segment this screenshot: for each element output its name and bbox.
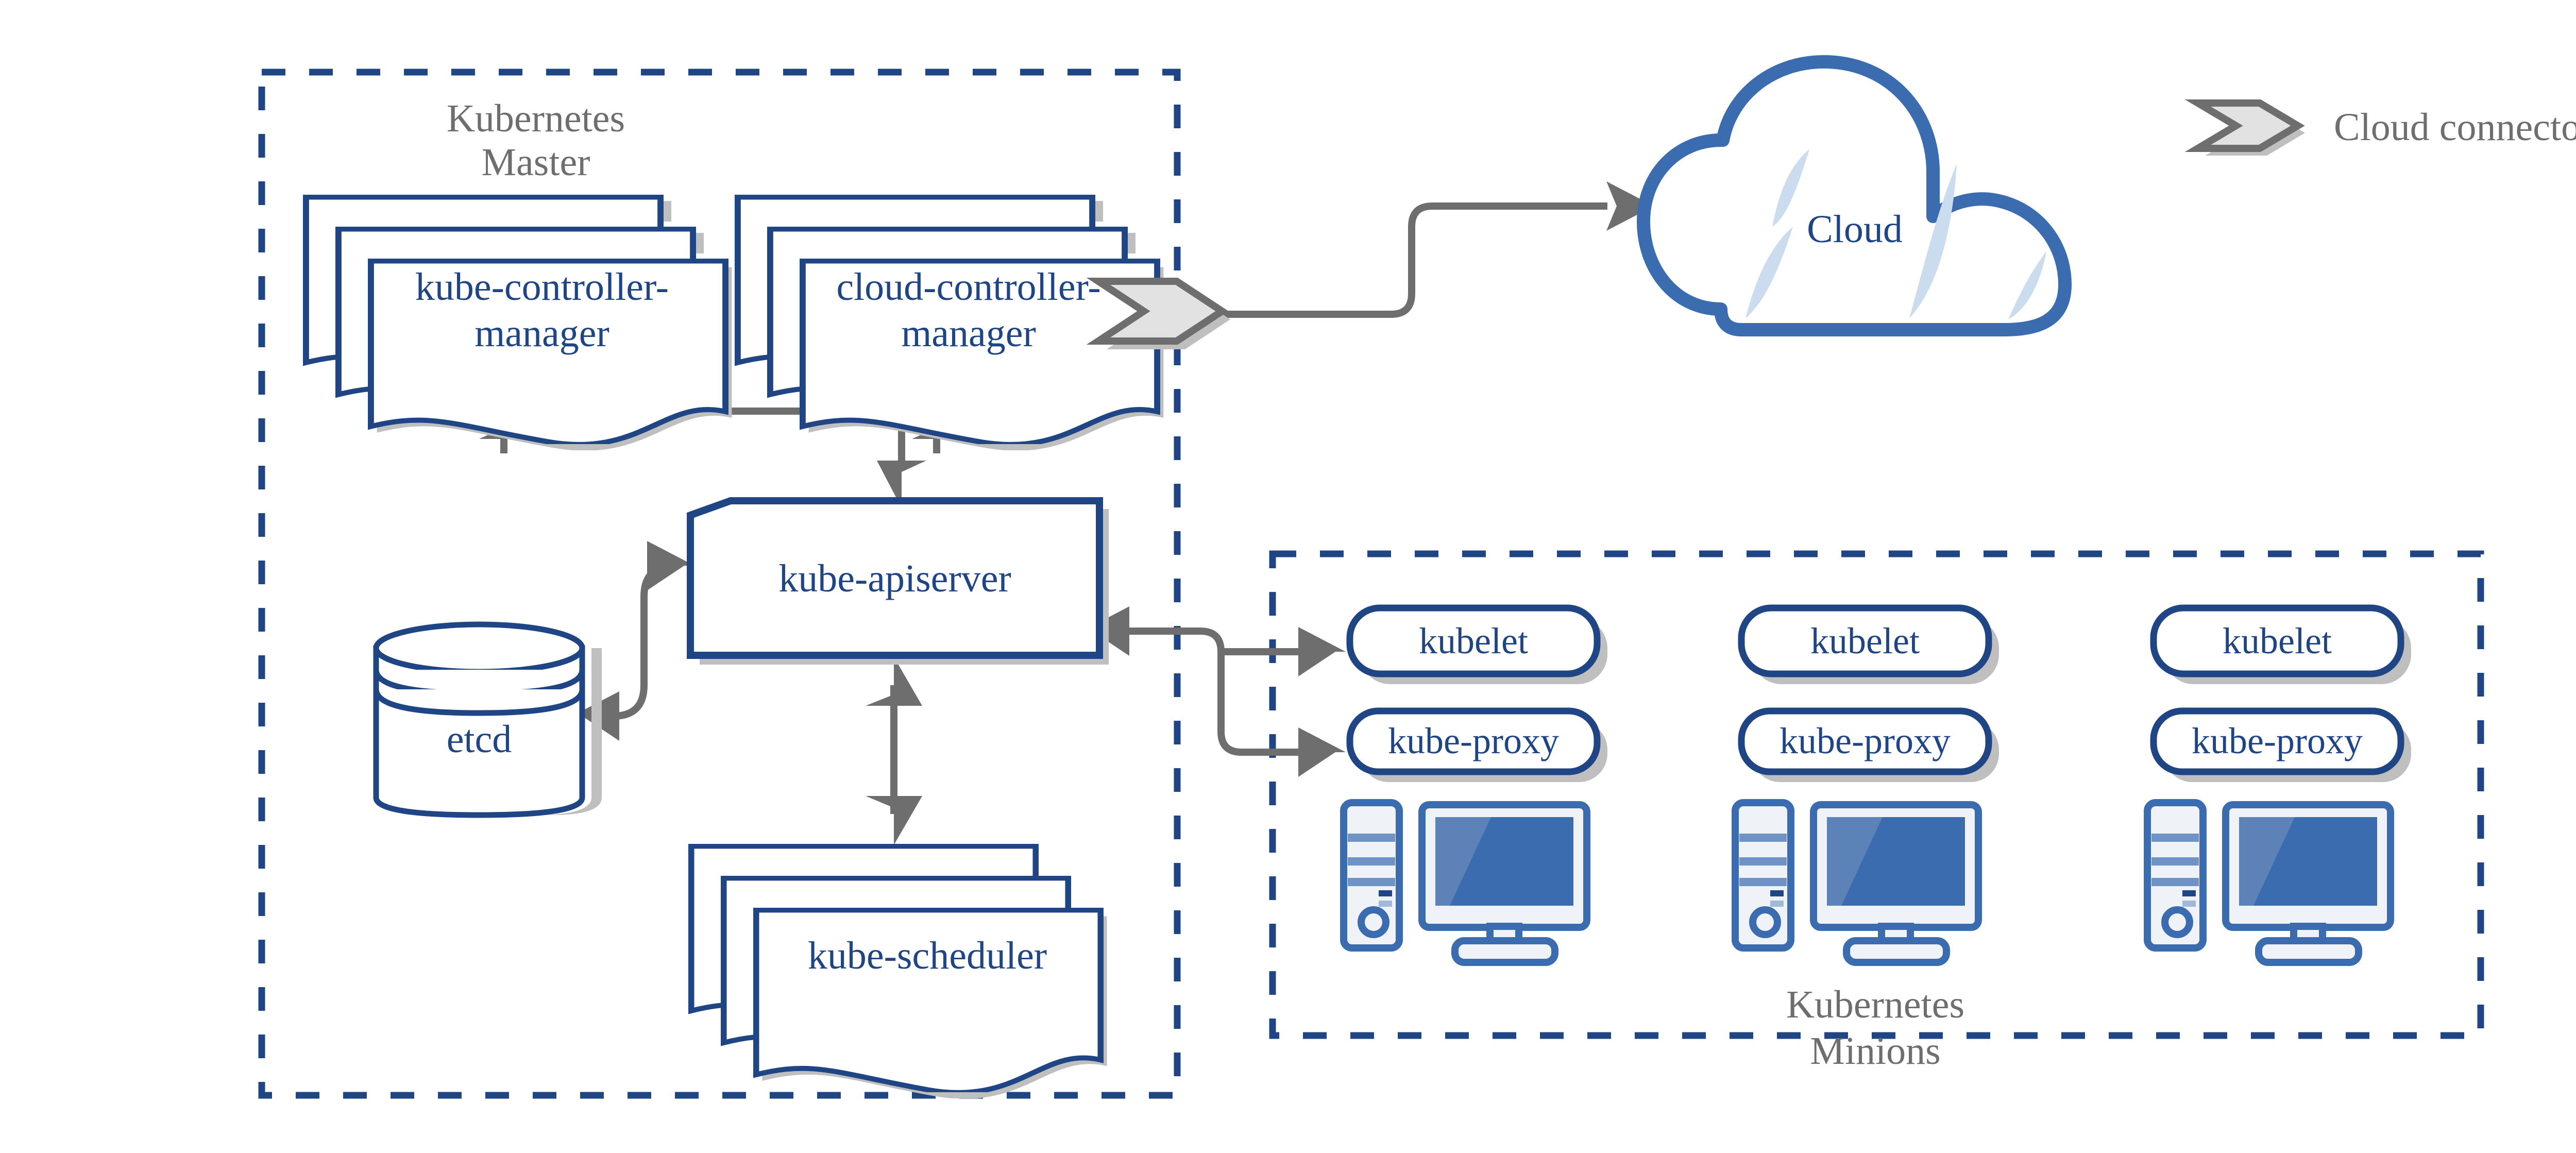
pc-tower: [1340, 799, 1403, 952]
pc-monitor-base: [1843, 937, 1950, 966]
pc-power-button: [1358, 906, 1389, 938]
pc-led-1: [1770, 890, 1784, 896]
pc-tower-bar-3: [1739, 878, 1787, 886]
arrowhead-to-cloud: [1606, 181, 1654, 231]
kubernetes-minions-group-box: [1269, 550, 2484, 1039]
minions-label-line2: Minions: [1810, 1029, 1940, 1073]
node-kube-scheduler[interactable]: kube-scheduler: [688, 844, 1107, 1098]
node-cloud-controller-manager[interactable]: cloud-controller- manager: [735, 195, 1164, 451]
minion2-kubelet-label: kubelet: [1810, 620, 1920, 662]
cloud-connector-chevron: [1086, 278, 1229, 345]
connector-apiserver-etcd: [603, 562, 675, 720]
minion-node-3[interactable]: kubelet kube-proxy: [2144, 604, 2411, 966]
pc-tower-bar-2: [2151, 857, 2199, 866]
kubernetes-master-label: Kubernetes Master: [447, 97, 625, 184]
cloud-accent-1: [1772, 149, 1809, 227]
minion3-kubeproxy-label: kube-proxy: [2192, 720, 2363, 761]
pc-tower-bar-2: [1739, 857, 1787, 866]
kcm-label-line2: manager: [474, 312, 609, 355]
pc-tower-bar-1: [2151, 834, 2199, 842]
pc-power-button: [1749, 906, 1781, 938]
kcm-label-line1: kube-controller-: [415, 265, 669, 309]
pc-monitor-base: [2255, 937, 2362, 966]
sched-sheet-front: [753, 908, 1104, 1092]
pc-led-2: [1770, 901, 1784, 907]
kcm-sheet-front: [368, 259, 728, 444]
cloud-accent-2: [1745, 227, 1793, 318]
node-etcd[interactable]: etcd: [373, 621, 602, 818]
cloud-outline: [1637, 55, 2072, 336]
master-label-line1: Kubernetes: [447, 97, 625, 140]
arrowhead-apiserver-top: [877, 461, 926, 508]
arrowhead-scheduler-up: [866, 657, 922, 706]
pc-screen-highlight: [2239, 817, 2295, 906]
cloud-label: Cloud: [1807, 208, 1903, 251]
arrowhead-kubelet-1: [1298, 627, 1346, 676]
etcd-shadow: [546, 648, 602, 815]
apiserver-box: [687, 497, 1103, 659]
connector-ccm-to-cloud: [1216, 202, 1607, 318]
pc-tower-bar-3: [1348, 878, 1395, 886]
minion1-kubelet-label: kubelet: [1419, 620, 1528, 662]
minions-label-line1: Kubernetes: [1786, 983, 1964, 1026]
pc-monitor-base: [1451, 937, 1558, 966]
minion3-kubeproxy-box[interactable]: [2150, 707, 2404, 775]
etcd-ring-2: [373, 689, 585, 716]
minion1-kubeproxy-label: kube-proxy: [1388, 720, 1559, 761]
minion-node-1[interactable]: kubelet kube-proxy: [1340, 604, 1607, 966]
legend-label-text: Cloud connector: [2334, 106, 2576, 149]
cloud-accent-3: [1909, 164, 1957, 318]
node-kube-controller-manager[interactable]: kube-controller- manager: [303, 195, 732, 451]
arrowhead-scheduler-down: [866, 796, 922, 845]
ccm-label-line1: cloud-controller-: [836, 265, 1100, 309]
minion1-kubelet-box[interactable]: [1346, 604, 1601, 677]
pc-led-1: [2182, 890, 2196, 896]
etcd-top-ellipse: [373, 621, 585, 675]
ccm-sheet-front: [800, 259, 1160, 444]
pc-tower-bar-1: [1348, 834, 1395, 842]
master-label-line2: Master: [481, 141, 590, 184]
pc-tower-bar-2: [1348, 857, 1395, 866]
pc-led-1: [1379, 890, 1392, 896]
desktop-computer-icon: [2144, 799, 2394, 966]
scheduler-label: kube-scheduler: [808, 934, 1047, 977]
minion2-kubeproxy-box[interactable]: [1738, 707, 1992, 775]
minion3-kubelet-label: kubelet: [2223, 620, 2332, 662]
minion1-kubeproxy-box[interactable]: [1346, 707, 1601, 775]
pc-tower-bar-1: [1739, 834, 1787, 842]
kubernetes-master-group-box: [258, 69, 1181, 1099]
desktop-computer-icon: [1732, 799, 1982, 966]
arrowhead-to-apiserver-left: [647, 541, 694, 590]
legend-cloud-connector: Cloud connector: [2184, 99, 2576, 156]
desktop-computer-icon: [1340, 799, 1590, 966]
pc-led-2: [2182, 901, 2196, 907]
minion2-kubelet-box[interactable]: [1738, 604, 1992, 677]
ccm-label-line2: manager: [901, 312, 1036, 355]
minion2-kubeproxy-label: kube-proxy: [1780, 720, 1951, 761]
node-cloud[interactable]: Cloud: [1637, 55, 2072, 336]
minion-node-2[interactable]: kubelet kube-proxy: [1732, 604, 1999, 966]
cloud-accent-4: [2008, 251, 2046, 319]
legend-chevron-icon: [2184, 99, 2305, 152]
pc-screen-highlight: [1827, 817, 1883, 906]
cloud-connector-icon[interactable]: [1086, 278, 1230, 349]
pc-tower: [2144, 799, 2207, 952]
apiserver-label: kube-apiserver: [778, 557, 1011, 600]
pc-screen-highlight: [1435, 817, 1491, 906]
arrowhead-kubeproxy-1: [1298, 727, 1346, 777]
pc-tower: [1732, 799, 1794, 952]
pc-led-2: [1379, 901, 1392, 907]
etcd-label: etcd: [447, 718, 512, 761]
cloud-accents: [1745, 149, 2046, 319]
pc-tower-bar-3: [2151, 878, 2199, 886]
connector-apiserver-to-minions: [1103, 628, 1324, 756]
node-kube-apiserver[interactable]: kube-apiserver: [687, 497, 1109, 665]
kubernetes-minions-label: Kubernetes Minions: [1786, 983, 1964, 1073]
minion3-kubelet-box[interactable]: [2150, 604, 2404, 677]
pc-power-button: [2161, 906, 2193, 938]
